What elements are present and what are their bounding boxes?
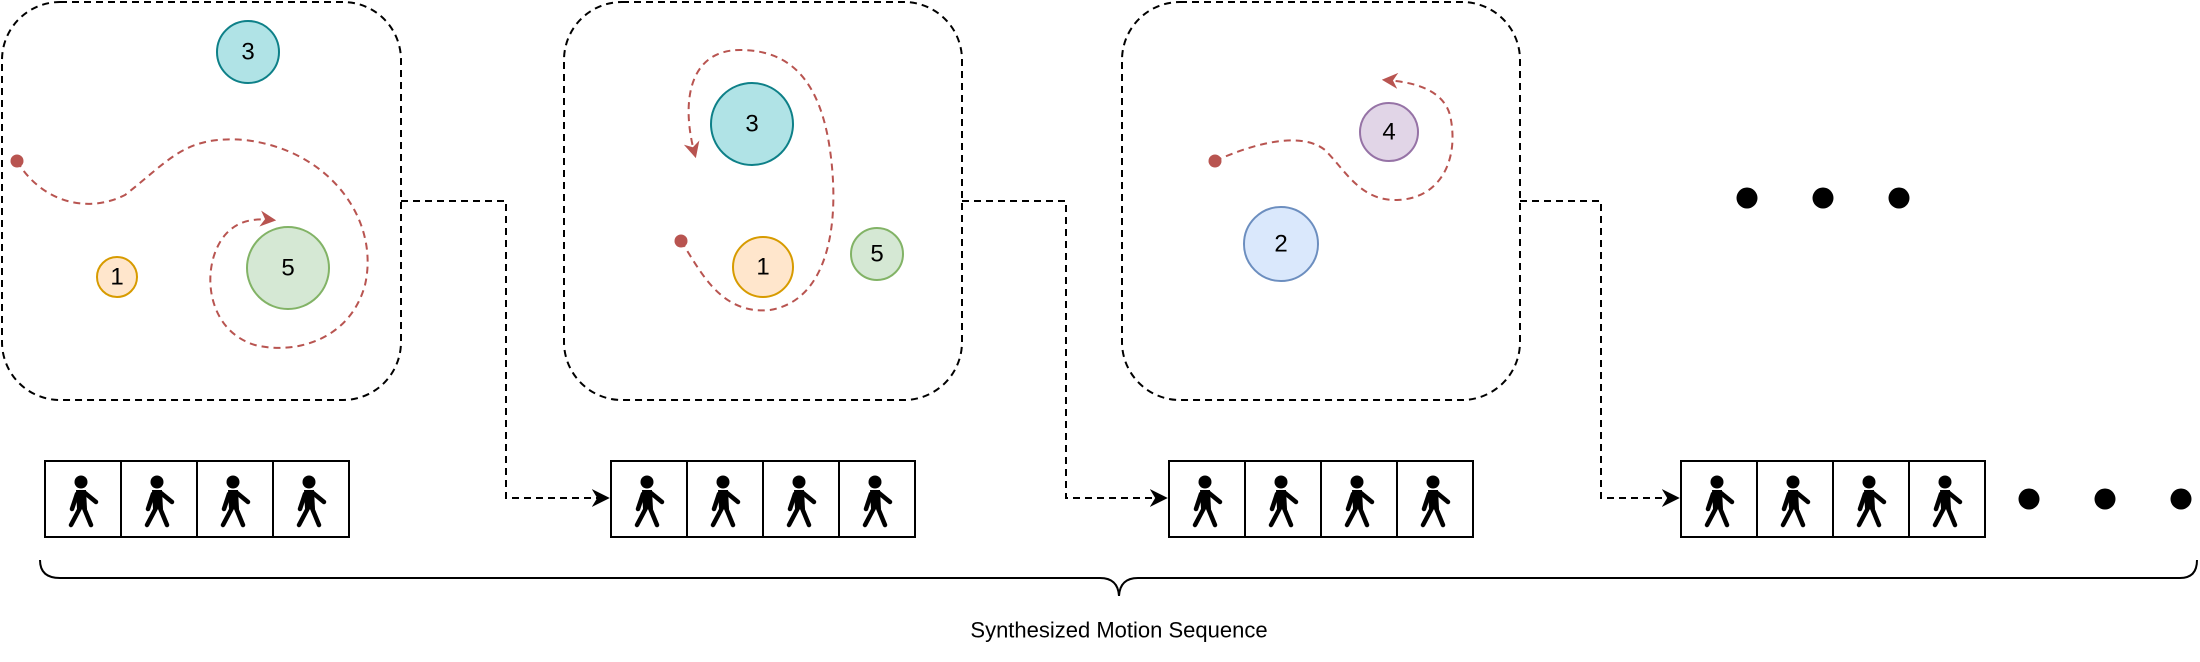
frame-cell xyxy=(1168,460,1246,538)
frame-strip xyxy=(610,460,916,538)
continuation-ellipsis xyxy=(1736,187,1910,209)
object-circle xyxy=(710,82,794,166)
scene-border xyxy=(1,1,402,401)
object-circle xyxy=(1359,102,1419,162)
object-label: 5 xyxy=(281,255,294,282)
connector-arrow xyxy=(401,200,610,507)
ellipsis-dot xyxy=(1888,187,1910,209)
object-label: 1 xyxy=(756,254,769,281)
object-circle xyxy=(1243,206,1319,282)
scene-panel-1: 3 1 5 xyxy=(1,1,402,401)
ellipsis-dot xyxy=(1812,187,1834,209)
object-circle xyxy=(732,236,794,298)
object-label: 5 xyxy=(870,241,883,268)
frame-strip xyxy=(1680,460,1986,538)
ellipsis-dot xyxy=(2170,488,2192,510)
object-circle xyxy=(246,226,330,310)
ellipsis-dot xyxy=(2094,488,2116,510)
ellipsis-dot xyxy=(1736,187,1758,209)
frame-cell xyxy=(44,460,122,538)
connector-arrow xyxy=(962,200,1168,507)
trajectory-start-dot xyxy=(674,234,688,248)
object-label: 1 xyxy=(110,264,123,291)
connector-arrow xyxy=(1520,200,1680,507)
scene-panel-2: 3 1 5 xyxy=(563,1,963,401)
frame-strips xyxy=(44,460,1986,538)
object-label: 4 xyxy=(1382,119,1395,146)
frame-strip xyxy=(1168,460,1474,538)
ellipsis-dot xyxy=(2018,488,2040,510)
trajectory-path xyxy=(1214,72,1454,202)
trajectory-start-dot xyxy=(10,154,24,168)
trajectory-path xyxy=(16,138,369,349)
trajectory-start-dot xyxy=(1208,154,1222,168)
scene-panel-3: 4 2 xyxy=(1121,1,1521,401)
object-circle xyxy=(216,20,280,84)
scene-border xyxy=(563,1,963,401)
scene-border xyxy=(1121,1,1521,401)
sequence-brace xyxy=(39,559,2198,597)
object-circle xyxy=(850,227,904,281)
object-label: 3 xyxy=(241,39,254,66)
trajectory-path xyxy=(680,48,835,312)
sequence-caption: Synthesized Motion Sequence xyxy=(970,618,1267,643)
continuation-ellipsis xyxy=(2018,488,2192,510)
object-circle xyxy=(96,256,138,298)
object-label: 3 xyxy=(745,111,758,138)
frame-strip xyxy=(44,460,350,538)
object-label: 2 xyxy=(1274,231,1287,258)
